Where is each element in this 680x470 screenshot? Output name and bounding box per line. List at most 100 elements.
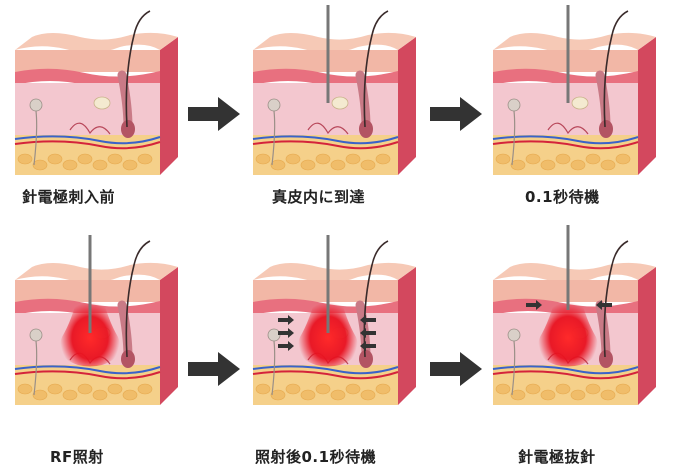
sweat-gland <box>29 98 43 112</box>
fat-cell <box>122 389 138 401</box>
fat-cell <box>92 389 108 401</box>
block-side-face <box>638 267 656 405</box>
fat-cell <box>137 153 153 165</box>
sweat-gland <box>29 328 43 342</box>
block-top-face <box>493 262 656 283</box>
fat-cell <box>345 383 361 395</box>
hair-bulb <box>359 350 373 368</box>
next-step-arrow-icon <box>430 352 482 386</box>
fat-cell <box>107 153 123 165</box>
inward-arrow-left <box>278 328 294 338</box>
hair-shaft <box>125 10 151 128</box>
fat-cell <box>585 383 601 395</box>
block-side-face <box>160 37 178 175</box>
fat-cell <box>77 383 93 395</box>
artery-line <box>252 370 399 380</box>
fat-cell <box>555 383 571 395</box>
fat-cell <box>137 383 153 395</box>
sweat-duct <box>271 340 276 396</box>
sweat-duct <box>511 340 516 396</box>
fat-cell <box>570 159 586 171</box>
block-top-face <box>493 32 656 53</box>
hair-bulb <box>359 120 373 138</box>
epidermis-layer <box>253 50 398 72</box>
fat-cell <box>375 153 391 165</box>
fat-cell <box>315 153 331 165</box>
block-top-face <box>15 32 178 53</box>
step-caption: 針電極刺入前 <box>22 188 116 206</box>
fat-cell <box>615 153 631 165</box>
hair-shaft <box>603 240 629 358</box>
block-side-face <box>638 37 656 175</box>
sebaceous-gland <box>93 96 111 110</box>
next-step-arrow-icon <box>188 97 240 131</box>
step-illustration <box>10 235 180 410</box>
hair-shaft <box>363 10 389 128</box>
fat-cell <box>47 153 63 165</box>
sweat-duct <box>271 110 276 166</box>
epidermis-layer <box>493 50 638 72</box>
step-caption: RF照射 <box>50 448 104 466</box>
block-side-face <box>160 267 178 405</box>
sweat-duct <box>511 110 516 166</box>
epidermis-layer <box>253 280 398 302</box>
fat-cell <box>300 159 316 171</box>
capillary <box>547 122 589 135</box>
block-top-face <box>253 32 416 53</box>
artery-line <box>252 140 399 150</box>
sweat-duct <box>33 110 38 166</box>
next-step-arrow-icon <box>430 97 482 131</box>
fat-cell <box>510 389 526 401</box>
fat-cell <box>345 153 361 165</box>
fat-cell <box>107 383 123 395</box>
inward-arrow-right <box>360 328 376 338</box>
next-step-arrow-icon <box>188 352 240 386</box>
epidermis-layer <box>15 280 160 302</box>
block-top-face <box>253 262 416 283</box>
fat-cell <box>300 389 316 401</box>
fat-cell <box>92 159 108 171</box>
capillary <box>307 122 349 135</box>
hair-bulb <box>599 350 613 368</box>
step-caption: 針電極抜針 <box>518 448 596 466</box>
vein-line <box>252 135 399 145</box>
fat-cell <box>122 159 138 171</box>
hair-shaft <box>125 240 151 358</box>
hair-bulb <box>599 120 613 138</box>
fat-cell <box>315 383 331 395</box>
fat-cell <box>17 153 33 165</box>
fat-cell <box>32 159 48 171</box>
fat-cell <box>525 153 541 165</box>
fat-cell <box>285 383 301 395</box>
vein-line <box>492 365 639 375</box>
block-side-face <box>398 37 416 175</box>
fat-cell <box>330 159 346 171</box>
fat-cell <box>360 389 376 401</box>
step-caption: 照射後0.1秒待機 <box>255 448 377 466</box>
step-illustration <box>488 5 658 180</box>
sweat-gland <box>507 328 521 342</box>
fat-cell <box>17 383 33 395</box>
rf-heat-zone <box>538 295 598 367</box>
step-illustration <box>248 235 418 410</box>
inward-arrow-left <box>278 315 294 325</box>
epidermis-layer <box>15 50 160 72</box>
fat-cell <box>270 159 286 171</box>
fat-cell <box>540 159 556 171</box>
fat-cell <box>77 153 93 165</box>
inward-arrow-right <box>596 300 612 310</box>
inward-arrow-right <box>360 315 376 325</box>
fat-cell <box>570 389 586 401</box>
fat-cell <box>270 389 286 401</box>
capillary <box>69 122 111 135</box>
epidermis-layer <box>493 280 638 302</box>
block-side-face <box>398 267 416 405</box>
inward-arrow-left <box>278 341 294 351</box>
fat-cell <box>600 389 616 401</box>
step-illustration <box>488 225 658 410</box>
artery-line <box>492 140 639 150</box>
vein-line <box>14 365 161 375</box>
step-caption: 0.1秒待機 <box>525 188 600 206</box>
fat-cell <box>285 153 301 165</box>
fat-cell <box>62 159 78 171</box>
